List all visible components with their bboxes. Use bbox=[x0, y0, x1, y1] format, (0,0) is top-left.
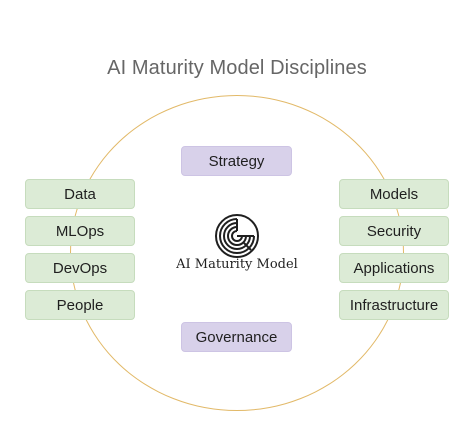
discipline-data: Data bbox=[25, 179, 135, 209]
discipline-applications: Applications bbox=[339, 253, 449, 283]
logo-text: AI Maturity Model bbox=[176, 257, 298, 272]
discipline-mlops: MLOps bbox=[25, 216, 135, 246]
discipline-security: Security bbox=[339, 216, 449, 246]
ai-maturity-logo-icon bbox=[215, 214, 259, 258]
diagram-title: AI Maturity Model Disciplines bbox=[107, 57, 367, 79]
governance-box: Governance bbox=[181, 322, 292, 352]
strategy-box: Strategy bbox=[181, 146, 292, 176]
discipline-people: People bbox=[25, 290, 135, 320]
discipline-infrastructure: Infrastructure bbox=[339, 290, 449, 320]
discipline-devops: DevOps bbox=[25, 253, 135, 283]
discipline-models: Models bbox=[339, 179, 449, 209]
